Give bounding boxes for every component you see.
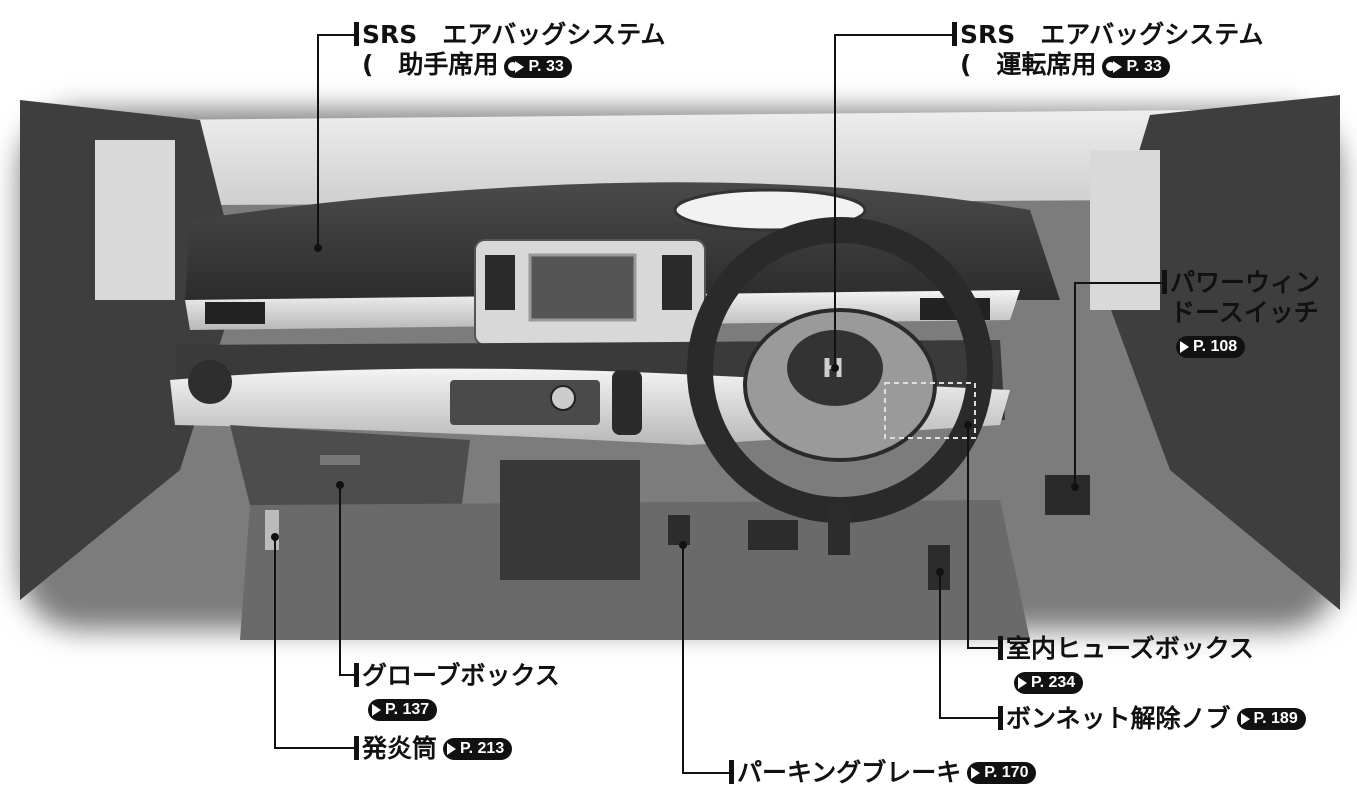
parking-brake-pedal xyxy=(668,515,690,545)
arrow-right-icon xyxy=(1180,341,1189,353)
flare-holder xyxy=(265,510,279,550)
center-vent-right xyxy=(662,255,692,310)
left-window xyxy=(95,140,175,300)
center-console xyxy=(500,460,640,580)
page-ref-badge[interactable]: P. 108 xyxy=(1176,336,1246,358)
arrow-right-icon xyxy=(515,60,525,73)
callout-glove-box: グローブボックス P. 137 xyxy=(354,661,560,725)
leader-dots xyxy=(271,244,1079,576)
page-ref-badge[interactable]: P. 33 xyxy=(504,55,572,78)
audio-panel xyxy=(450,380,600,425)
callout-fuse-box: 室内ヒューズボックス P. 234 xyxy=(998,634,1254,698)
page-ref-badge[interactable]: P. 234 xyxy=(1014,672,1084,694)
audio-knob xyxy=(550,385,576,411)
arrow-right-icon xyxy=(1018,677,1027,689)
left-door xyxy=(20,100,240,600)
arrow-right-icon xyxy=(1113,60,1123,73)
page-ref-badge[interactable]: P. 189 xyxy=(1236,708,1306,730)
center-vent-left xyxy=(485,255,515,310)
window-switch-panel xyxy=(1045,475,1090,515)
arrow-right-icon xyxy=(447,743,457,755)
arrow-right-icon xyxy=(372,704,381,716)
shift-lever xyxy=(612,370,642,435)
hood-release-knob xyxy=(928,545,950,590)
page-ref-badge[interactable]: P. 33 xyxy=(1102,55,1170,78)
page-ref-badge[interactable]: P. 170 xyxy=(967,762,1037,784)
navigation-screen xyxy=(528,253,637,322)
leader-lines xyxy=(274,34,1163,774)
glove-box-shape xyxy=(230,425,470,520)
glove-box-handle xyxy=(320,455,360,465)
cup-holder xyxy=(188,360,232,404)
left-vent xyxy=(205,302,265,324)
brake-pedal xyxy=(748,520,798,550)
arrow-right-icon xyxy=(1240,713,1250,725)
page-ref-badge[interactable]: P. 213 xyxy=(443,738,513,760)
arrow-right-icon xyxy=(971,767,981,779)
windshield xyxy=(150,110,1200,205)
page-ref-badge[interactable]: P. 137 xyxy=(368,699,438,721)
fuse-box-area xyxy=(884,382,976,439)
right-window xyxy=(1090,150,1160,310)
callout-power-window: パワーウィン ドースイッチ P. 108 xyxy=(1162,268,1320,362)
accelerator-pedal xyxy=(828,505,850,555)
